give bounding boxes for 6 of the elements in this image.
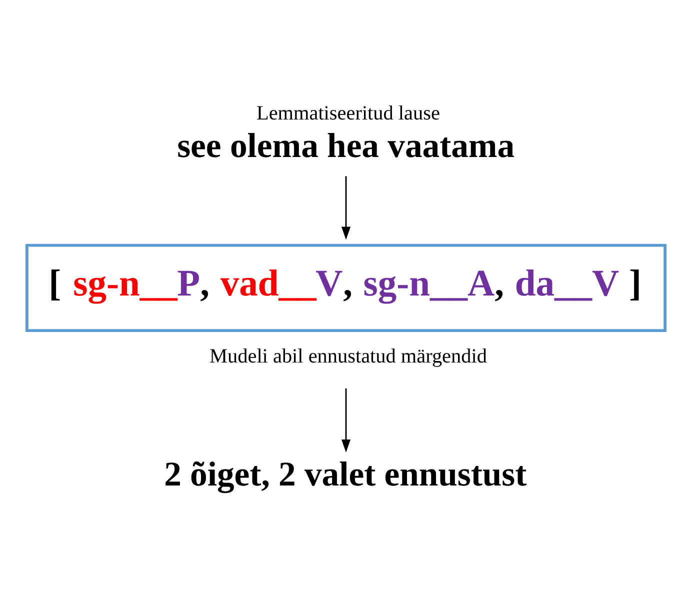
- arrow: [341, 176, 351, 240]
- node-text: Lemmatiseeritud lause see olema hea vaatama: [177, 102, 515, 165]
- node-text: 2 õiget, 2 valet ennustust: [164, 455, 527, 494]
- node-label: Mudeli abil ennustatud märgendid: [210, 346, 487, 368]
- node-box: [ sg-n__P, vad__V, sg-n__A, da__V ]: [26, 244, 666, 332]
- arrow: [341, 388, 351, 452]
